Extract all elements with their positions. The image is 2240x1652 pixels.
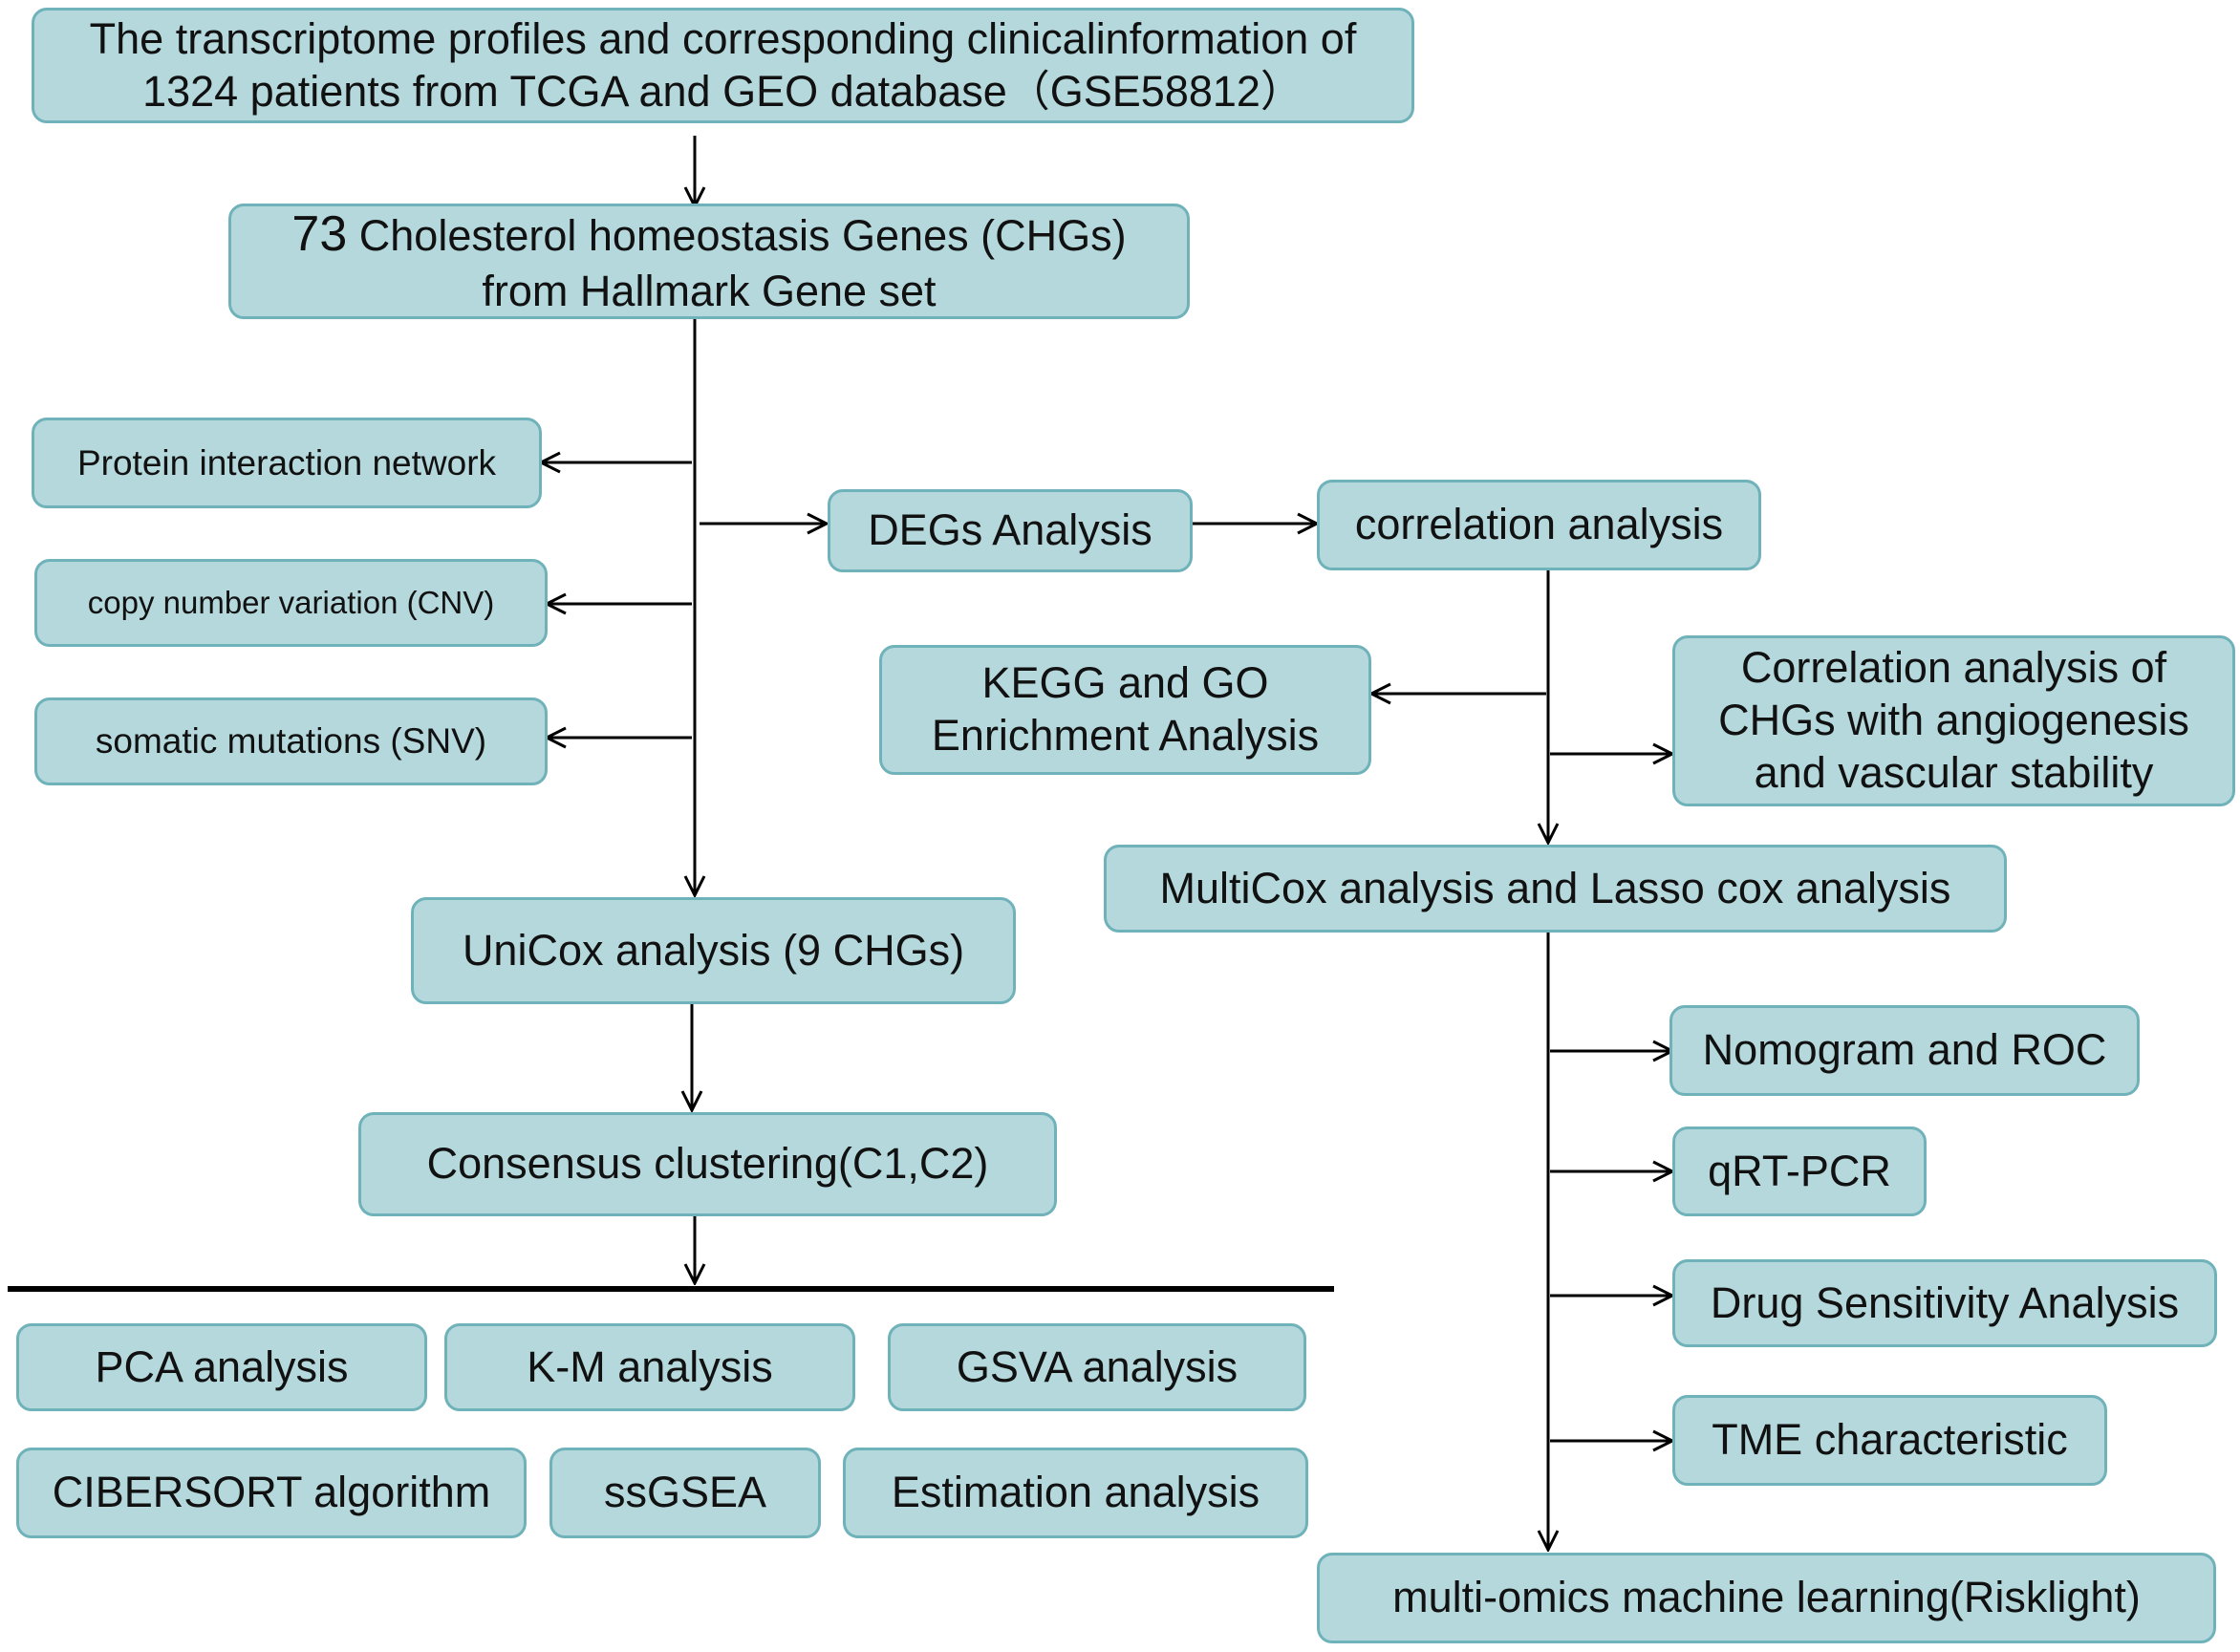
consensus-clustering-box: Consensus clustering(C1,C2)	[358, 1112, 1057, 1216]
multi-omics-box: multi-omics machine learning(Risklight)	[1317, 1553, 2216, 1643]
multicox-lasso-box: MultiCox analysis and Lasso cox analysis	[1104, 845, 2007, 933]
pca-analysis-box: PCA analysis	[16, 1323, 427, 1411]
chgs-box: 73 Cholesterol homeostasis Genes (CHGs) …	[228, 204, 1190, 319]
degs-analysis-box: DEGs Analysis	[828, 489, 1193, 572]
kegg-go-box: KEGG and GO Enrichment Analysis	[879, 645, 1371, 775]
ssgsea-box: ssGSEA	[549, 1448, 821, 1538]
correlation-analysis-box: correlation analysis	[1317, 480, 1761, 570]
chgs-description: Cholesterol homeostasis Genes (CHGs) fro…	[358, 211, 1127, 315]
protein-network-box: Protein interaction network	[32, 418, 542, 508]
km-analysis-box: K-M analysis	[444, 1323, 855, 1411]
qrt-pcr-box: qRT-PCR	[1672, 1126, 1927, 1216]
snv-box: somatic mutations (SNV)	[34, 697, 548, 785]
chgs-box-text: 73 Cholesterol homeostasis Genes (CHGs) …	[291, 204, 1126, 317]
cibersort-box: CIBERSORT algorithm	[16, 1448, 527, 1538]
drug-sensitivity-box: Drug Sensitivity Analysis	[1672, 1259, 2217, 1347]
unicox-box: UniCox analysis (9 CHGs)	[411, 897, 1016, 1004]
gsva-analysis-box: GSVA analysis	[888, 1323, 1306, 1411]
tme-characteristic-box: TME characteristic	[1672, 1395, 2107, 1486]
estimation-analysis-box: Estimation analysis	[843, 1448, 1308, 1538]
nomogram-roc-box: Nomogram and ROC	[1669, 1005, 2140, 1096]
chgs-count: 73	[291, 206, 348, 263]
angiogenesis-correlation-box: Correlation analysis of CHGs with angiog…	[1672, 635, 2235, 806]
source-data-box: The transcriptome profiles and correspon…	[32, 8, 1414, 123]
cnv-box: copy number variation (CNV)	[34, 559, 548, 647]
